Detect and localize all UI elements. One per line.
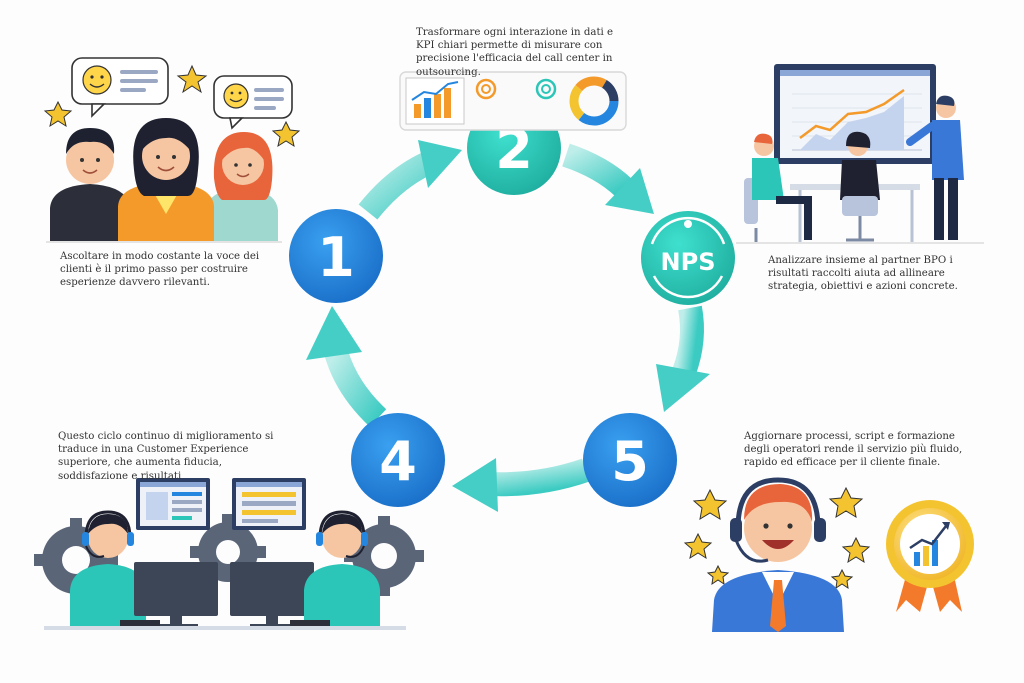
star-icon bbox=[683, 532, 713, 560]
monitor-left bbox=[134, 562, 218, 628]
node-4-number: 4 bbox=[379, 430, 417, 493]
node-1: 1 bbox=[289, 209, 383, 303]
target-icon bbox=[475, 78, 497, 100]
star-icon bbox=[43, 100, 73, 128]
node-nps-label: NPS bbox=[661, 248, 716, 276]
arrow-5-to-4 bbox=[452, 458, 590, 512]
agent-medal-illustration bbox=[683, 477, 974, 632]
star-icon bbox=[271, 120, 301, 148]
node-5: 5 bbox=[583, 413, 677, 507]
dashboard-screen-left bbox=[136, 478, 210, 530]
smiley-icon bbox=[82, 65, 112, 95]
step-4-caption: Questo ciclo continuo di miglioramento s… bbox=[58, 431, 274, 482]
meeting-illustration bbox=[736, 64, 984, 244]
desk bbox=[44, 626, 406, 630]
star-icon bbox=[841, 536, 871, 564]
presentation-screen bbox=[774, 64, 936, 164]
speech-bubble-right bbox=[213, 75, 293, 130]
kpi-dashboard-strip bbox=[399, 71, 627, 131]
step-nps-caption: Analizzare insieme al partner BPO i risu… bbox=[768, 255, 958, 293]
node-4: 4 bbox=[351, 413, 445, 507]
seated-person-left bbox=[744, 133, 812, 242]
presenter-person bbox=[906, 95, 964, 240]
arrow-2-to-nps bbox=[562, 143, 654, 214]
customer-woman-right bbox=[206, 132, 278, 242]
node-nps: NPS bbox=[641, 211, 735, 305]
bar-chart-icon bbox=[405, 77, 465, 125]
operator-right bbox=[304, 510, 380, 626]
star-icon bbox=[830, 568, 854, 590]
award-medal-icon bbox=[886, 500, 974, 612]
seated-person-center bbox=[840, 131, 880, 242]
step-5-caption: Aggiornare processi, script e formazione… bbox=[744, 431, 963, 469]
step-1-caption: Ascoltare in modo costante la voce dei c… bbox=[60, 251, 260, 289]
customer-man bbox=[50, 128, 130, 242]
step-2-caption: Trasformare ogni interazione in dati e K… bbox=[416, 27, 614, 78]
node-5-number: 5 bbox=[611, 430, 649, 493]
gauge-icon bbox=[535, 78, 557, 100]
customer-woman-center bbox=[118, 118, 214, 242]
star-icon bbox=[828, 486, 864, 518]
star-icon bbox=[692, 488, 728, 520]
operator-left bbox=[70, 510, 146, 626]
arrow-nps-to-5 bbox=[656, 305, 710, 412]
cycle-arrows bbox=[306, 140, 710, 512]
customers-illustration bbox=[43, 57, 301, 243]
node-1-number: 1 bbox=[317, 226, 355, 289]
arrow-4-to-1 bbox=[306, 306, 387, 427]
happy-agent bbox=[712, 477, 844, 632]
speech-bubble-left bbox=[71, 57, 169, 118]
star-icon bbox=[706, 564, 730, 586]
smiley-icon bbox=[223, 83, 249, 109]
star-icon bbox=[176, 64, 208, 94]
monitor-right bbox=[230, 562, 314, 628]
arrow-1-to-2 bbox=[358, 140, 462, 220]
donut-chart-icon bbox=[569, 76, 619, 126]
operators-illustration bbox=[34, 478, 424, 630]
dashboard-screen-right bbox=[232, 478, 306, 530]
